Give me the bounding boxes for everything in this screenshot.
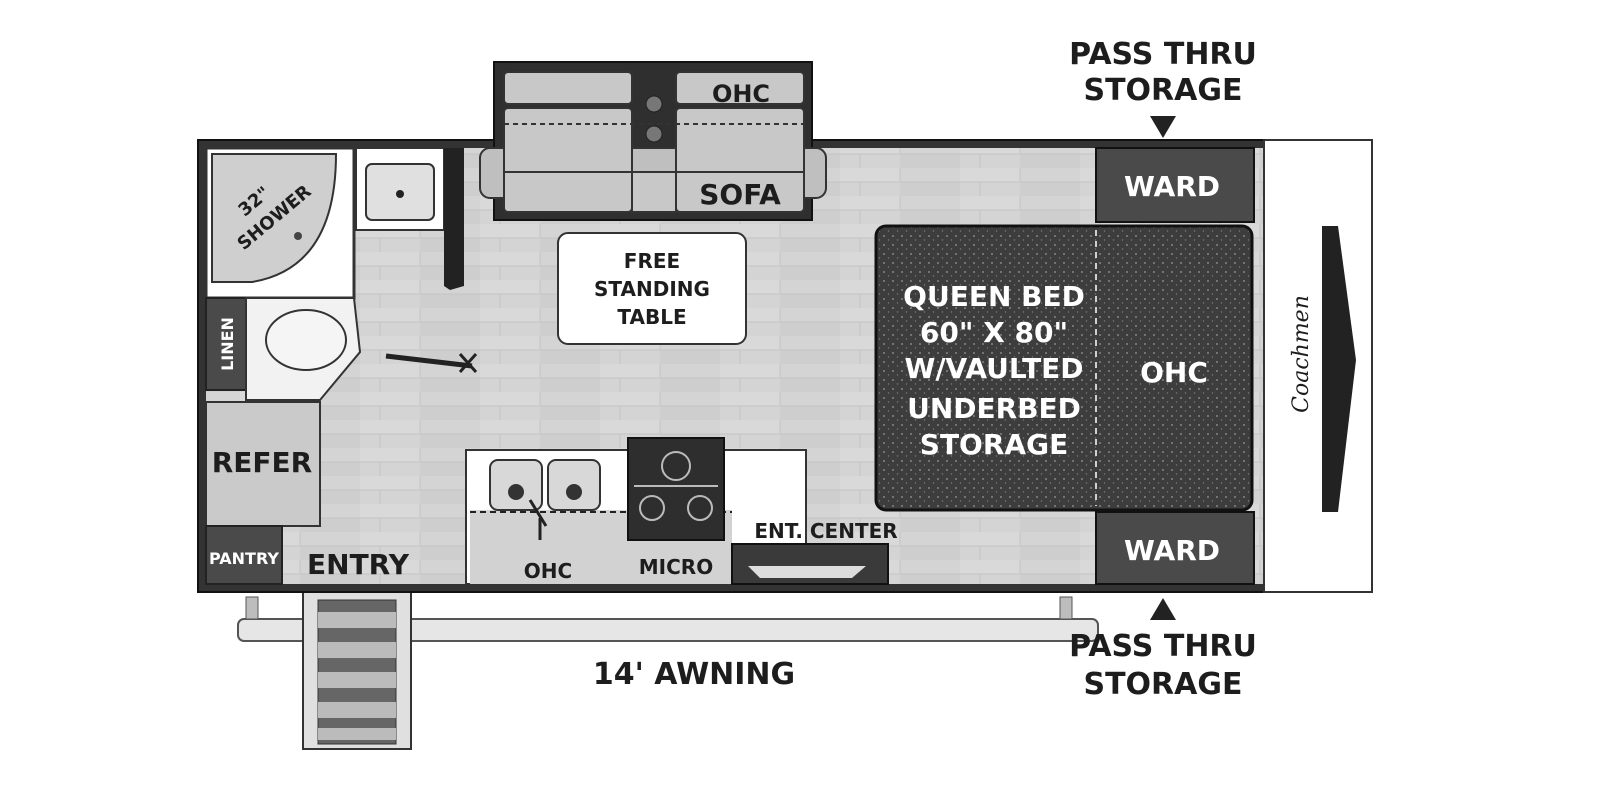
pass-thru-bottom-line2: STORAGE [1083,667,1242,702]
refer-label: REFER [212,446,313,479]
pass-thru-bottom-line1: PASS THRU [1069,629,1257,664]
ohc-bed-label: OHC [1140,356,1208,389]
sofa-label: SOFA [699,178,781,211]
burner-icon [634,451,718,521]
brand-logo-icon: Coachmen [1289,295,1314,413]
pass-thru-arrow-icon [1150,598,1176,620]
awning [237,596,1099,642]
bathroom [204,146,478,401]
front-cap [1263,139,1373,593]
ent-center-label: ENT. CENTER [754,519,897,543]
micro-label: MICRO [639,555,713,579]
free-standing-table [557,232,747,345]
bed-label-3: W/VAULTED [904,352,1083,385]
faucet-icon [528,499,548,540]
entry-steps [302,584,412,750]
bed-label-1: QUEEN BED [903,280,1085,313]
table-label-1: FREE [624,249,680,273]
awning-label: 14' AWNING [593,657,795,692]
slide-out [479,61,827,221]
bed-label-2: 60" X 80" [920,316,1068,349]
table-label-3: TABLE [617,305,686,329]
bed-label-5: STORAGE [920,428,1068,461]
pass-thru-top-line1: PASS THRU [1069,37,1257,72]
ohc-slide-label: OHC [712,80,770,108]
kitchen [465,437,889,585]
ohc-kitchen-label: OHC [524,559,572,583]
linen-label: LINEN [218,317,237,371]
ward-top-label: WARD [1124,170,1220,203]
queen-bed [874,147,1255,585]
ward-bottom-label: WARD [1124,534,1220,567]
bed-label-4: UNDERBED [907,392,1081,425]
pantry-label: PANTRY [209,549,279,568]
pass-thru-top-line2: STORAGE [1083,73,1242,108]
table-label-2: STANDING [594,277,710,301]
pass-thru-arrow-icon [1150,116,1176,138]
refer-pantry [205,401,321,585]
entry-label: ENTRY [307,548,410,581]
